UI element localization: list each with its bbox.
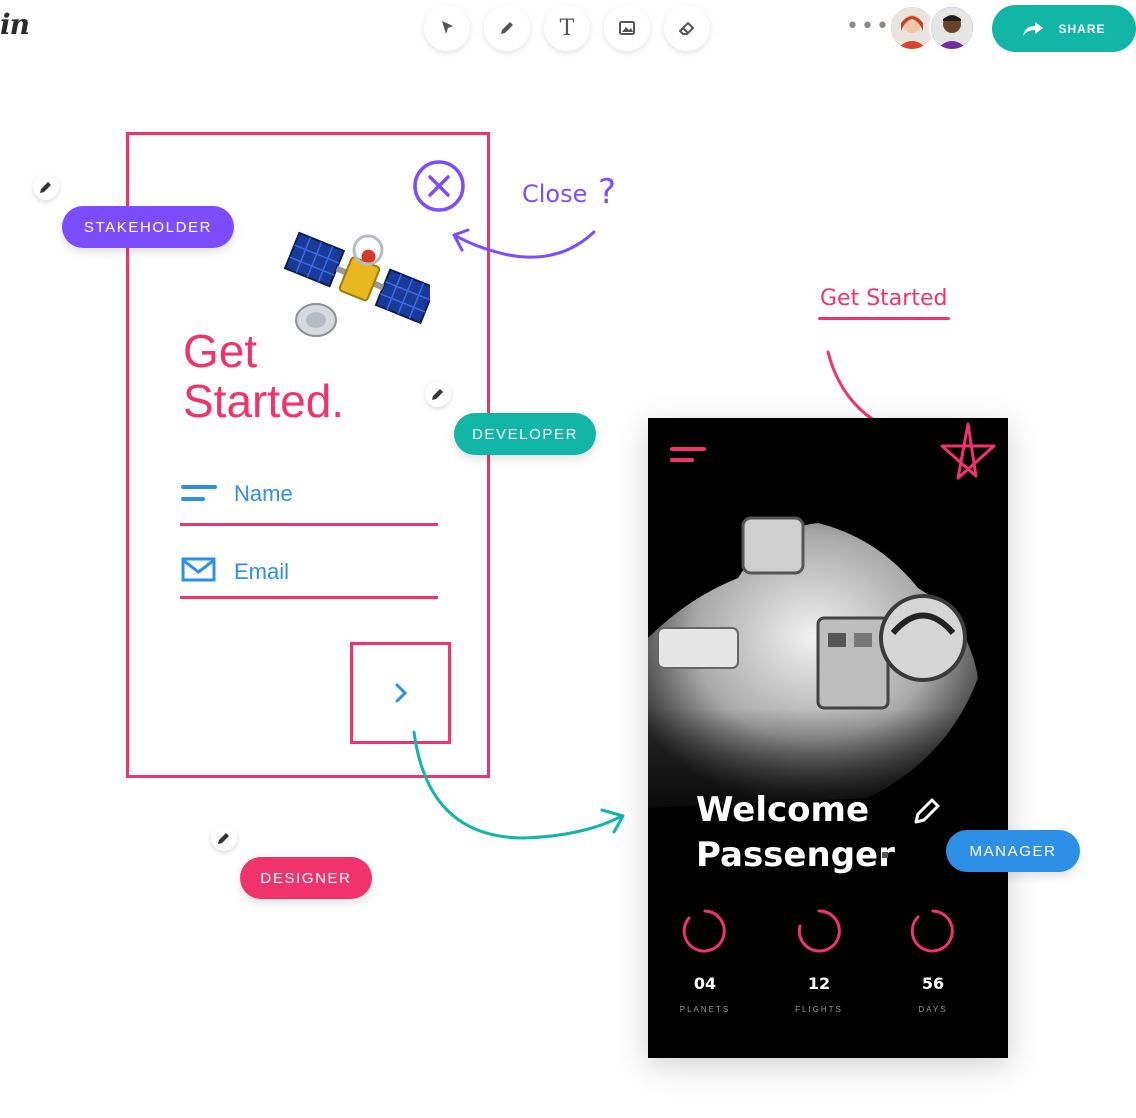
satellite-illustration xyxy=(283,231,430,337)
chevron-right-icon xyxy=(395,683,407,703)
manager-label[interactable]: MANAGER xyxy=(946,830,1080,872)
star-icon xyxy=(940,422,996,480)
question-annotation: ? xyxy=(598,172,617,212)
get-started-annotation: Get Started xyxy=(820,286,948,311)
eraser-icon xyxy=(678,21,695,35)
more-options-button[interactable]: ••• xyxy=(846,14,891,39)
edit-pencil-icon[interactable] xyxy=(912,796,942,826)
pencil-icon xyxy=(432,389,443,400)
edit-pencil-button[interactable] xyxy=(425,381,451,407)
pencil-icon xyxy=(218,833,229,844)
image-icon xyxy=(619,21,635,35)
astronaut-image xyxy=(648,516,1008,838)
eraser-tool-button[interactable] xyxy=(664,5,710,51)
menu-lines-icon[interactable] xyxy=(670,446,708,464)
close-arrow xyxy=(452,228,596,259)
stat-value: 12 xyxy=(807,974,831,993)
text-tool-button[interactable]: T xyxy=(544,5,590,51)
stat-label: FLIGHTS xyxy=(795,1005,843,1014)
name-field[interactable]: Name xyxy=(234,481,293,506)
welcome-line2: Passenger xyxy=(696,835,895,875)
welcome-phone-screen: Welcome Passenger 04 PLANETS 12 FLIGHTS … xyxy=(648,418,1008,1058)
developer-label[interactable]: DEVELOPER xyxy=(454,413,596,455)
stat-label: DAYS xyxy=(918,1005,948,1014)
pointer-icon xyxy=(442,21,453,34)
share-label: SHARE xyxy=(1058,21,1106,36)
stat-label: PLANETS xyxy=(679,1005,731,1014)
designer-label[interactable]: DESIGNER xyxy=(240,857,372,899)
avatar[interactable] xyxy=(889,5,935,51)
card-title-line1: Get xyxy=(183,325,258,377)
planets-ring-icon xyxy=(682,909,726,953)
close-icon[interactable] xyxy=(410,157,468,215)
decorative-dot xyxy=(882,852,888,858)
card-title: Get Started. xyxy=(183,326,344,426)
welcome-line1: Welcome xyxy=(696,790,870,830)
pencil-tool-button[interactable] xyxy=(484,5,530,51)
days-ring-icon xyxy=(910,909,954,953)
next-button[interactable] xyxy=(350,642,451,744)
mail-icon xyxy=(181,557,216,582)
invision-logo[interactable]: in xyxy=(0,8,30,41)
share-button[interactable]: SHARE xyxy=(992,5,1136,52)
email-field[interactable]: Email xyxy=(234,559,290,584)
stat-days: 56 DAYS xyxy=(898,974,968,1014)
image-tool-button[interactable] xyxy=(604,5,650,51)
avatar[interactable] xyxy=(929,5,975,51)
edit-pencil-button[interactable] xyxy=(33,174,59,200)
name-field-underline xyxy=(180,523,438,526)
menu-lines-icon xyxy=(181,485,217,501)
close-annotation: Close xyxy=(522,180,588,208)
get-started-card xyxy=(126,132,490,778)
pointer-tool-button[interactable] xyxy=(424,5,470,51)
get-started-underline xyxy=(818,317,950,320)
text-icon: T xyxy=(559,15,575,41)
share-arrow-icon xyxy=(1023,21,1044,36)
stat-flights: 12 FLIGHTS xyxy=(784,974,854,1014)
stat-value: 56 xyxy=(921,974,945,993)
stat-planets: 04 PLANETS xyxy=(670,974,740,1014)
flow-arrow xyxy=(412,730,625,840)
flights-ring-icon xyxy=(797,909,841,953)
welcome-title: Welcome Passenger xyxy=(696,788,895,878)
stat-value: 04 xyxy=(693,974,717,993)
card-title-line2: Started. xyxy=(183,375,345,427)
pencil-icon xyxy=(501,22,513,34)
stakeholder-label[interactable]: STAKEHOLDER xyxy=(62,206,234,248)
pencil-icon xyxy=(40,182,51,193)
edit-pencil-button[interactable] xyxy=(211,825,237,851)
email-field-underline xyxy=(180,596,438,599)
